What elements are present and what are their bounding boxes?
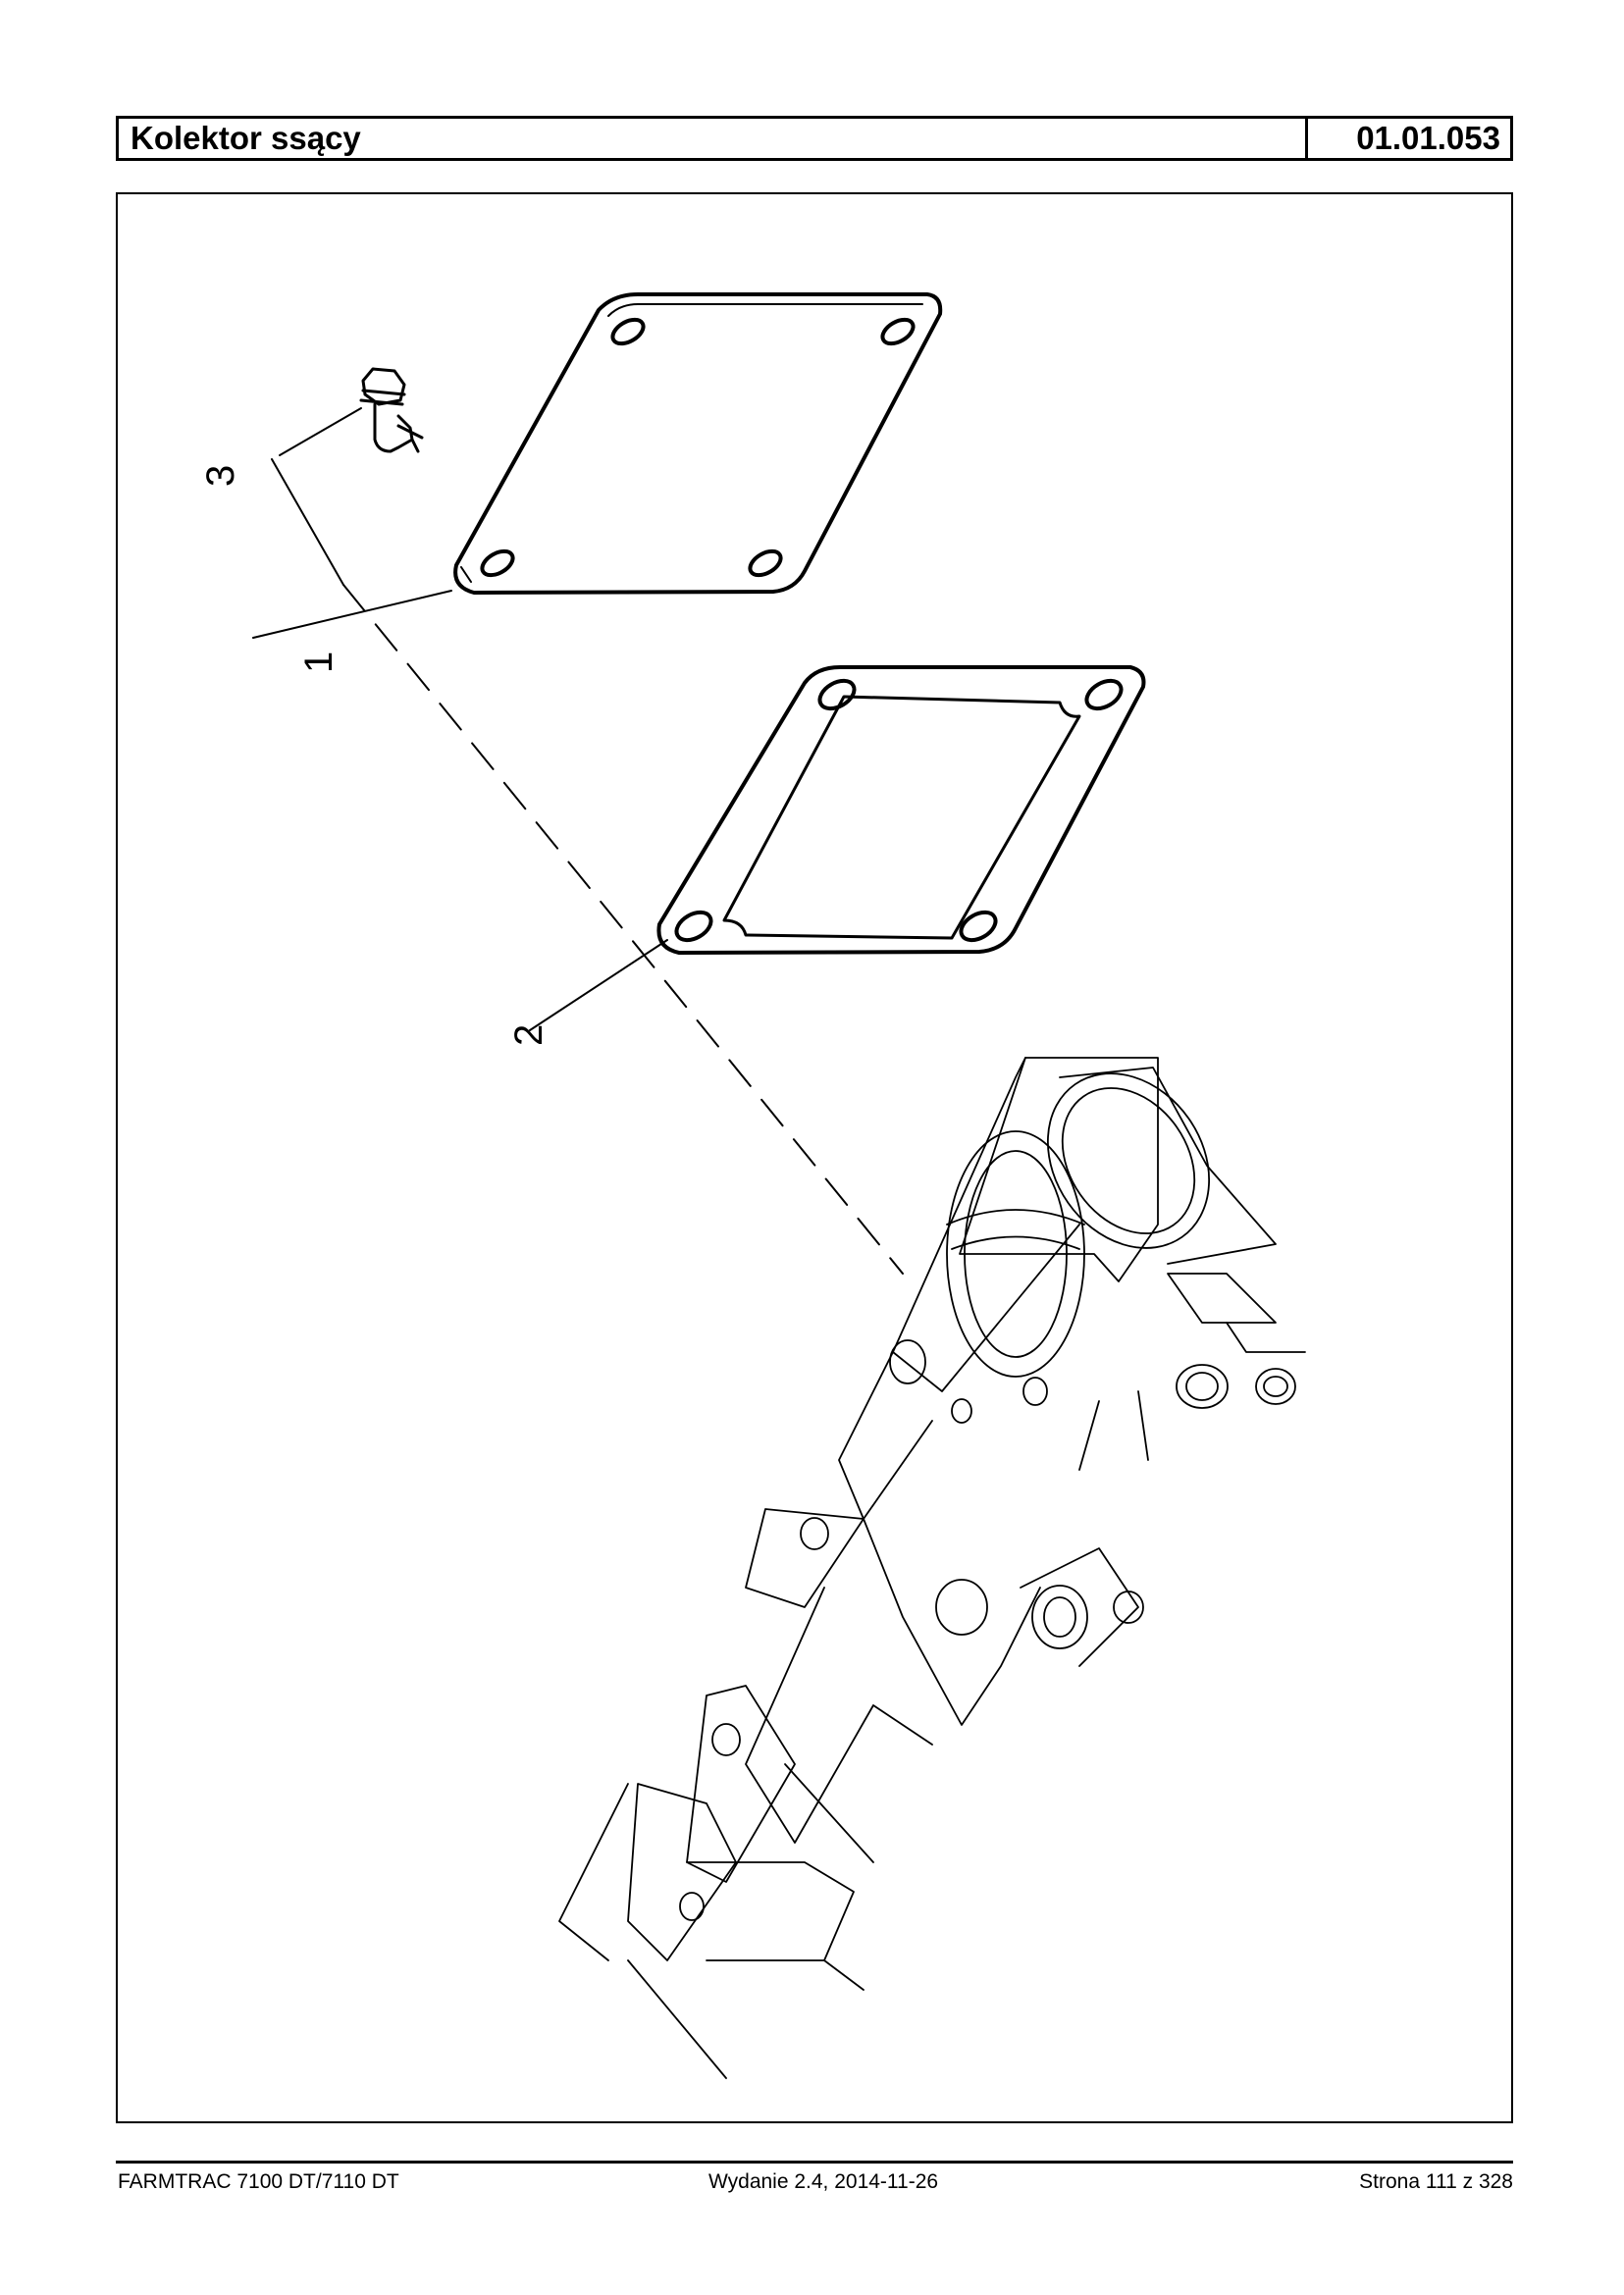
leader-line-1 (252, 590, 452, 639)
footer-page-number: Strona 111 z 328 (1359, 2170, 1513, 2193)
bolt-axis-line (271, 458, 344, 586)
footer-model: FARMTRAC 7100 DT/7110 DT (118, 2170, 399, 2193)
gasket (656, 665, 1146, 955)
exploded-view-drawing: 3 1 2 (116, 192, 1513, 2123)
page-title: Kolektor ssący (119, 119, 1308, 158)
part-code: 01.01.053 (1356, 120, 1500, 156)
leader-line-3 (279, 407, 362, 456)
flange-bolt (359, 367, 424, 453)
intake-manifold (558, 1057, 1306, 2079)
exploded-view-svg: 3 1 2 (199, 292, 1306, 2079)
header-bar: Kolektor ssący 01.01.053 (116, 116, 1513, 161)
callout-1: 1 (297, 652, 341, 673)
callout-3: 3 (199, 465, 242, 487)
assembly-axis-line (342, 584, 904, 1275)
callout-2: 2 (507, 1024, 550, 1046)
cover-plate (453, 292, 943, 595)
footer-edition: Wydanie 2.4, 2014-11-26 (708, 2170, 939, 2193)
leader-line-2 (529, 939, 668, 1031)
footer-rule (116, 2161, 1513, 2164)
